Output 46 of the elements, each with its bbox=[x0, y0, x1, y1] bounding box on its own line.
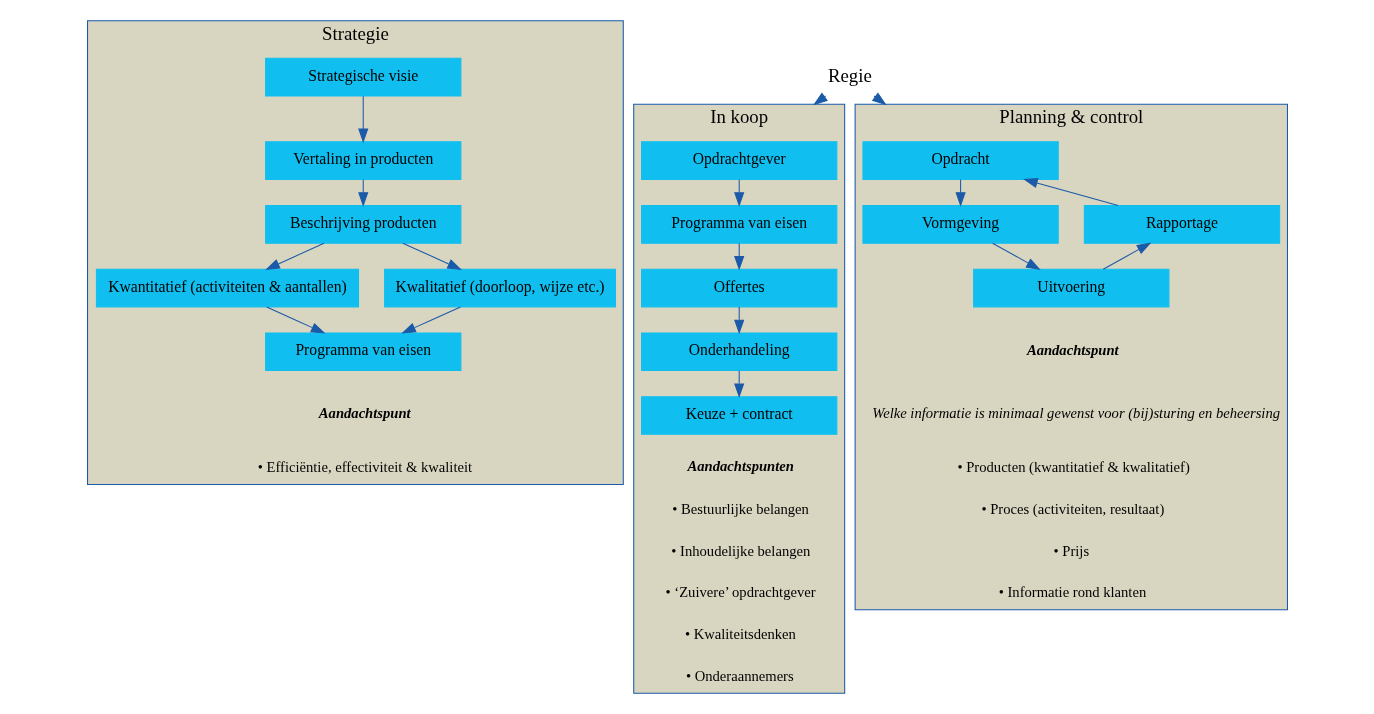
node-box: Beschrijving producten bbox=[264, 205, 461, 244]
arrow bbox=[401, 242, 462, 270]
label: • Producten (kwantitatief & kwalitatief) bbox=[956, 459, 1190, 476]
node-box: Offertes bbox=[640, 268, 837, 308]
node-box: Vertaling in producten bbox=[264, 141, 461, 180]
node-box: Vormgeving bbox=[861, 205, 1059, 244]
node-box: Keuze + contract bbox=[640, 396, 837, 435]
node-box: Programma van eisen bbox=[264, 332, 461, 372]
label: • Kwaliteitsdenken bbox=[684, 626, 796, 643]
label: Aandachtspunten bbox=[687, 458, 794, 475]
node-box: Opdrachtgever bbox=[640, 141, 837, 180]
node-box: Onderhandeling bbox=[640, 332, 837, 372]
label: • Efficiëntie, effectiviteit & kwaliteit bbox=[257, 459, 472, 476]
label: Aandachtspunt bbox=[1026, 341, 1119, 358]
label: • Prijs bbox=[1053, 542, 1089, 559]
arrow bbox=[871, 92, 887, 106]
label: • Proces (activiteiten, resultaat) bbox=[980, 500, 1164, 517]
label: • Onderaannemers bbox=[685, 667, 794, 684]
arrow bbox=[812, 92, 828, 106]
node-box: Opdracht bbox=[861, 141, 1059, 180]
arrow bbox=[357, 179, 368, 207]
label: • ‘Zuivere’ opdrachtgever bbox=[665, 584, 816, 601]
arrow bbox=[1022, 178, 1119, 207]
arrow bbox=[400, 306, 461, 334]
node-box: Kwantitatief (activiteiten & aantallen) bbox=[95, 268, 359, 308]
arrow bbox=[733, 179, 744, 207]
node-box: Kwalitatief (doorloop, wijze etc.) bbox=[383, 268, 616, 308]
arrow bbox=[733, 370, 744, 398]
label: Welke informatie is minimaal gewenst voor (bij)sturing en beheersing bbox=[871, 405, 1280, 422]
label: • Inhoudelijke belangen bbox=[670, 542, 810, 559]
arrow bbox=[1102, 242, 1151, 270]
arrow bbox=[265, 306, 325, 334]
node-box: Uitvoering bbox=[972, 268, 1169, 308]
arrow bbox=[357, 95, 368, 144]
arrow bbox=[991, 242, 1041, 270]
node-box: Programma van eisen bbox=[640, 205, 837, 244]
arrow bbox=[733, 242, 744, 271]
arrow bbox=[264, 242, 324, 270]
arrow bbox=[733, 306, 744, 335]
node-box: Strategische visie bbox=[264, 57, 461, 97]
node-text: Regie bbox=[827, 64, 872, 86]
label: Aandachtspunt bbox=[318, 405, 411, 422]
label: • Bestuurlijke belangen bbox=[671, 500, 809, 517]
label: • Informatie rond klanten bbox=[998, 584, 1146, 601]
node-box: Rapportage bbox=[1083, 205, 1280, 244]
arrow bbox=[954, 179, 966, 207]
